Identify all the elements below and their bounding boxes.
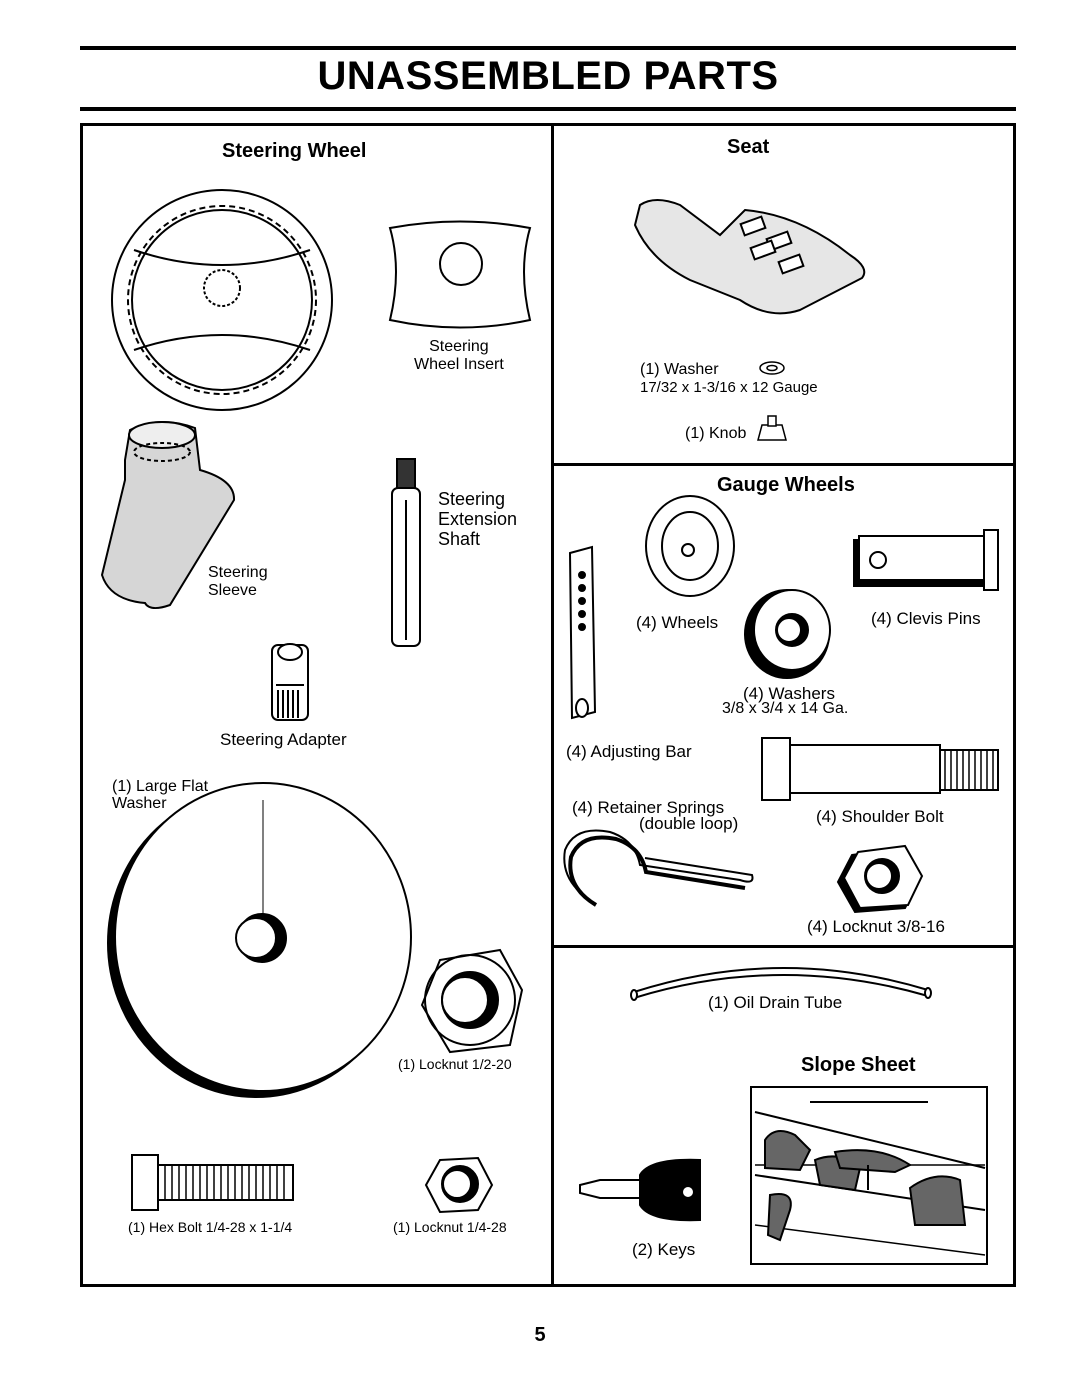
top-rule bbox=[80, 46, 1016, 50]
seat-divider bbox=[553, 463, 1016, 466]
title-underline bbox=[80, 107, 1016, 111]
column-divider bbox=[551, 123, 554, 1287]
shoulder-bolt-label: (4) Shoulder Bolt bbox=[816, 807, 944, 826]
wheels-label: (4) Wheels bbox=[636, 613, 719, 632]
steering-adapter-icon bbox=[271, 643, 309, 721]
page-title: UNASSEMBLED PARTS bbox=[317, 54, 779, 98]
retainer-spring-icon bbox=[563, 829, 754, 907]
slope-sheet-icon bbox=[750, 1086, 988, 1265]
extension-shaft-icon bbox=[391, 458, 421, 647]
shoulder-bolt-icon bbox=[761, 737, 999, 801]
locknut-small-label: (1) Locknut 1/4-28 bbox=[393, 1219, 507, 1235]
adjusting-bar-icon bbox=[568, 545, 597, 720]
gauge-locknut-icon bbox=[836, 844, 924, 914]
adjusting-bar-label: (4) Adjusting Bar bbox=[566, 742, 692, 761]
extension-shaft-label: Steering Extension Shaft bbox=[438, 489, 518, 549]
steering-wheel-icon bbox=[111, 189, 333, 411]
seat-icon bbox=[633, 199, 866, 315]
gauge-wheel-icon bbox=[645, 495, 735, 597]
gauge-washers-spec: 3/8 x 3/4 x 14 Ga. bbox=[722, 700, 849, 717]
gauge-washers-label: (4) Washers bbox=[743, 684, 835, 703]
keys-label: (2) Keys bbox=[632, 1240, 696, 1259]
oil-drain-tube-icon bbox=[630, 967, 932, 1001]
slope-sheet-heading: Slope Sheet bbox=[801, 1054, 916, 1076]
retainer-springs-label: (4) Retainer Springs bbox=[572, 798, 725, 817]
locknut-large-label: (1) Locknut 1/2-20 bbox=[398, 1056, 512, 1072]
locknut-small-icon bbox=[424, 1156, 494, 1214]
steering-sleeve-icon bbox=[100, 420, 236, 609]
locknut-large-icon bbox=[420, 948, 524, 1054]
oil-drain-tube-label: (1) Oil Drain Tube bbox=[708, 993, 843, 1012]
seat-heading: Seat bbox=[727, 136, 770, 158]
seat-washer-spec: 17/32 x 1-3/16 x 12 Gauge bbox=[640, 379, 818, 396]
hex-bolt-label: (1) Hex Bolt 1/4-28 x 1-1/4 bbox=[128, 1219, 293, 1235]
parts-frame bbox=[80, 123, 1016, 1287]
retainer-springs-spec: (double loop) bbox=[639, 814, 739, 833]
knob-icon bbox=[757, 415, 787, 441]
steering-adapter-label: Steering Adapter bbox=[220, 730, 347, 749]
hex-bolt-icon bbox=[131, 1154, 294, 1211]
large-washer-label: (1) Large Flat Washer bbox=[112, 778, 209, 812]
page-number: 5 bbox=[534, 1324, 546, 1346]
gauge-wheels-heading: Gauge Wheels bbox=[717, 474, 855, 496]
steering-sleeve-label: Steering Sleeve bbox=[208, 564, 268, 599]
key-icon bbox=[579, 1158, 701, 1222]
gauge-locknut-label: (4) Locknut 3/8-16 bbox=[807, 917, 945, 936]
clevis-pin-icon bbox=[853, 529, 999, 591]
wheel-insert-label: Steering Wheel Insert bbox=[414, 338, 504, 373]
steering-wheel-heading: Steering Wheel bbox=[222, 140, 367, 162]
knob-label: (1) Knob bbox=[685, 425, 747, 442]
seat-washer-label: (1) Washer bbox=[640, 361, 719, 378]
large-washer-icon bbox=[107, 782, 412, 1098]
seat-washer-icon bbox=[759, 361, 785, 375]
clevis-pins-label: (4) Clevis Pins bbox=[871, 609, 981, 628]
gauge-divider bbox=[553, 945, 1016, 948]
wheel-insert-icon bbox=[388, 220, 532, 329]
gauge-washer-icon bbox=[744, 589, 831, 679]
